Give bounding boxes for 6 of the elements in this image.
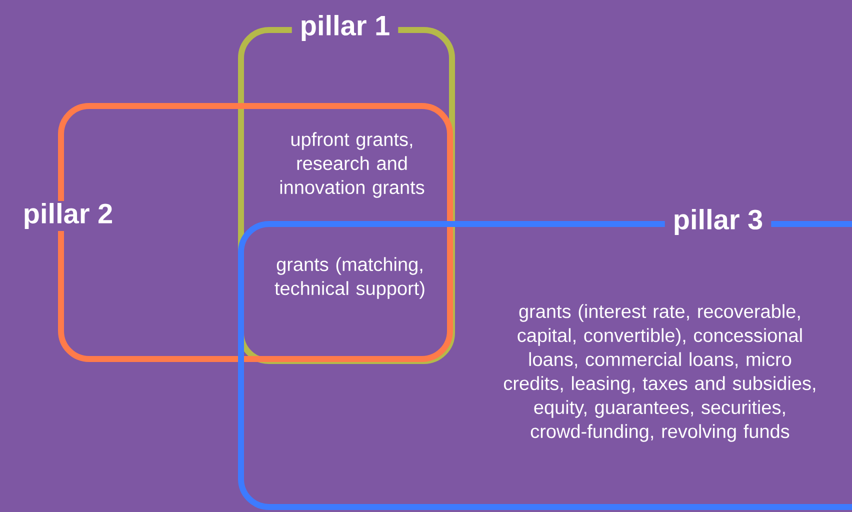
box-heading: pillar 2: [14, 200, 122, 232]
box-heading: pillar 1: [292, 12, 398, 44]
box-heading: pillar 3: [664, 206, 772, 238]
region-text: grants (interest rate, recoverable, capital, convertible), concessional loans, commercial loans, micro credits, leasing, taxes and subsidies, equity, guarantees, securities, crowd-funding, revolving funds: [504, 304, 816, 442]
region-text: upfront grants, research and innovation grants: [280, 132, 424, 198]
region-text: grants (matching, technical support): [274, 257, 424, 299]
